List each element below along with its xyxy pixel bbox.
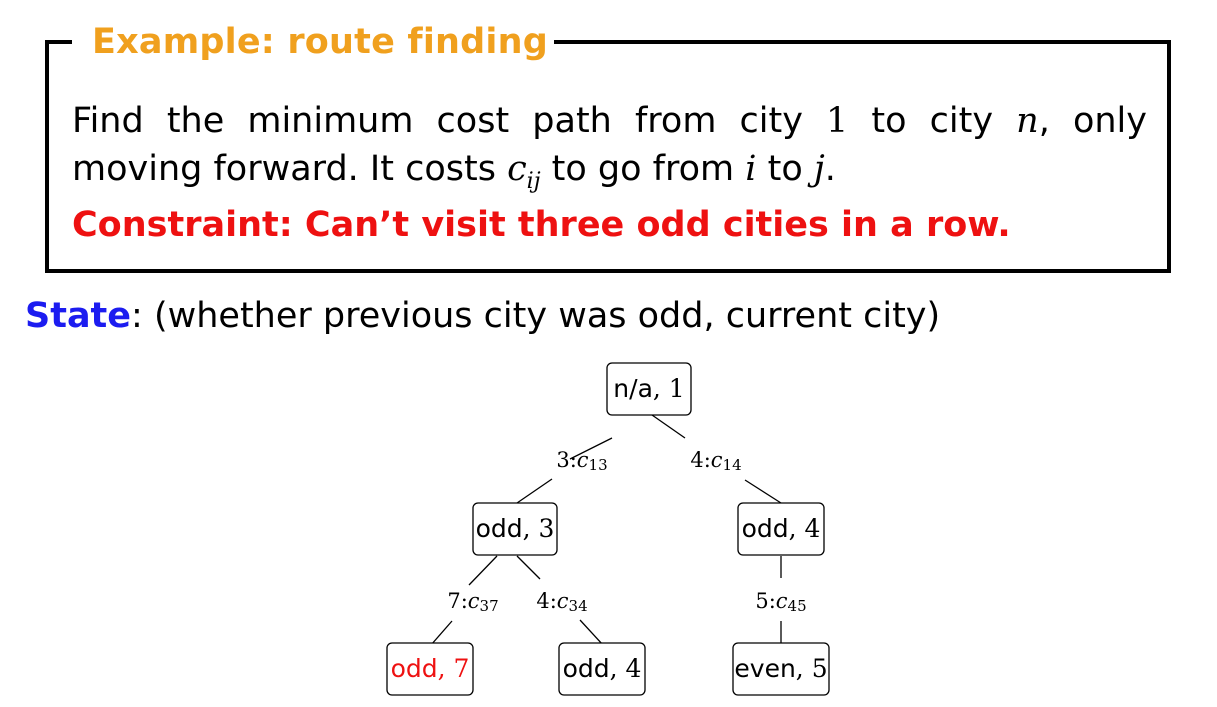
edge-label: 4:c14	[690, 448, 741, 475]
edge-line-segment	[744, 479, 782, 504]
to-city: j	[813, 149, 825, 189]
node-box	[732, 642, 830, 696]
node-label: n/a, 1	[613, 374, 684, 404]
problem-end-city: n	[1016, 101, 1039, 141]
tree-edge-n3-n7: 7:c37	[430, 555, 499, 646]
node-label: odd, 4	[563, 654, 642, 684]
edge-line-segment	[569, 437, 613, 460]
problem-text-4: to go from	[540, 149, 746, 189]
cost-subscript: ij	[526, 169, 541, 194]
state-description: : (whether previous city was odd, curren…	[131, 296, 941, 336]
tree-edge-root-n4: 4:c14	[651, 414, 782, 504]
example-box	[45, 40, 1171, 273]
tree-node-n3: odd, 3	[472, 502, 558, 556]
tree-node-n7: odd, 7	[386, 642, 474, 696]
edge-line-segment	[579, 619, 604, 646]
tree-edge-n4-n5: 5:c45	[755, 556, 807, 645]
problem-text-1: Find the minimum cost path from city	[72, 101, 827, 141]
constraint-text: Constraint: Can’t visit three odd cities…	[72, 205, 1011, 245]
edge-label: 5:c45	[755, 589, 806, 616]
problem-statement: Find the minimum cost path from city 1 t…	[72, 97, 1147, 206]
edge-line-segment	[430, 620, 453, 646]
from-city: i	[745, 149, 757, 189]
example-title: Example: route finding	[92, 22, 548, 62]
problem-text-6: .	[824, 149, 836, 189]
problem-start-city: 1	[826, 101, 849, 141]
edge-label: 7:c37	[447, 589, 498, 616]
edge-line-segment	[651, 414, 686, 439]
tree-edge-n3-n34: 4:c34	[516, 555, 604, 646]
edge-label: 3:c13	[556, 448, 607, 475]
edge-label: 4:c34	[536, 589, 587, 616]
tree-node-n5: even, 5	[732, 642, 830, 696]
node-box	[558, 642, 646, 696]
node-label: odd, 4	[742, 514, 821, 544]
example-title-wrap: Example: route finding	[72, 12, 554, 72]
state-label: State	[25, 296, 132, 336]
state-definition: State: (whether previous city was odd, c…	[25, 296, 940, 336]
problem-text-2: to city	[848, 101, 1017, 141]
node-label: even, 5	[734, 654, 827, 684]
problem-text-5: to	[756, 149, 814, 189]
problem-text-3: , only moving forward. It costs	[72, 101, 1147, 189]
node-box	[386, 642, 474, 696]
node-box	[472, 502, 558, 556]
edge-line-segment	[516, 555, 541, 580]
tree-edge-root-n3: 3:c13	[516, 437, 613, 504]
node-box	[606, 362, 692, 416]
tree-node-n34: odd, 4	[558, 642, 646, 696]
cost-symbol: c	[507, 149, 527, 189]
tree-node-n4: odd, 4	[737, 502, 825, 556]
edge-line-segment	[516, 478, 553, 504]
edge-line-segment	[468, 555, 498, 586]
node-label: odd, 3	[476, 514, 555, 544]
node-label: odd, 7	[391, 654, 470, 684]
node-box	[737, 502, 825, 556]
tree-node-root: n/a, 1	[606, 362, 692, 416]
